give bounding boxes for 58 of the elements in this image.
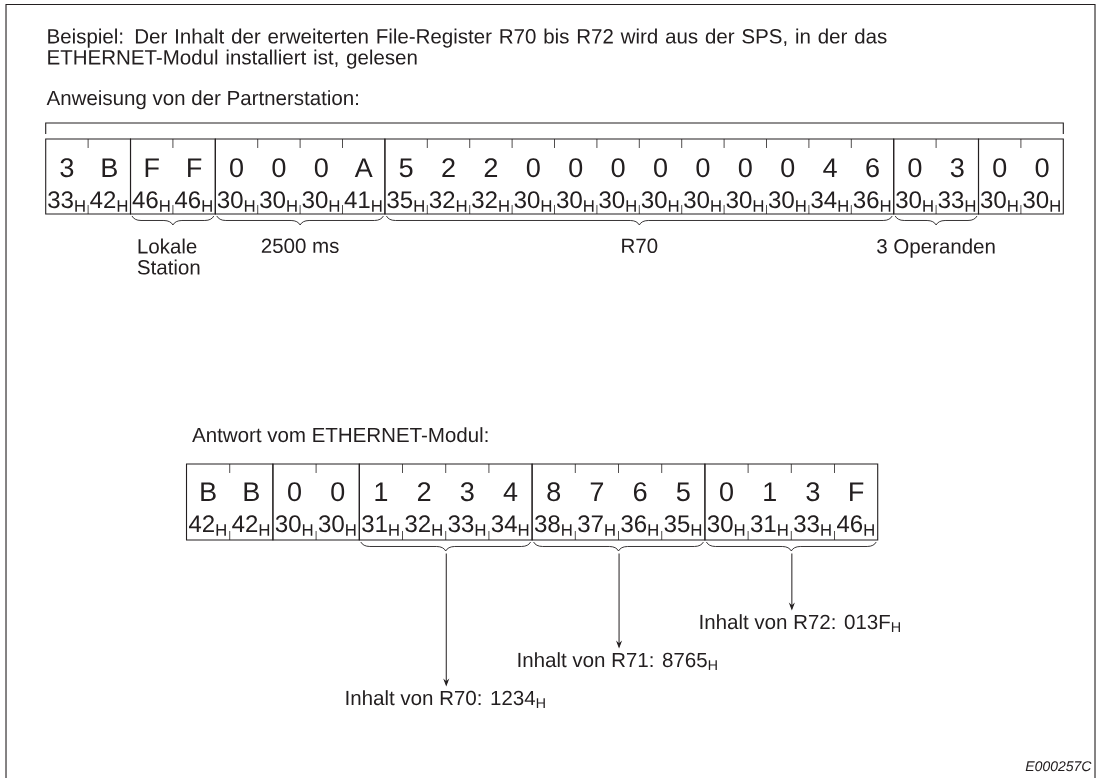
arrow [443,553,449,686]
field-label: 2500 ms [261,238,339,254]
field-box [185,463,274,541]
ascii-byte: 3 33$_{H}$ [448,482,486,536]
field-box [977,138,1064,215]
ascii-byte: F 46$_{H}$ [132,158,170,212]
result-text: Inhalt von R71: 8765$_{H}$ [518,652,717,671]
ascii-byte: 0 30$_{H}$ [260,158,297,212]
ascii-byte: 0 30$_{H}$ [1023,158,1060,212]
ascii-byte: 3 33$_{H}$ [794,482,831,536]
ascii-byte: 0 30$_{H}$ [302,158,340,212]
ascii-byte: 0 30$_{H}$ [556,158,594,212]
field-label: 3 Operanden [877,238,995,258]
ascii-byte: 1 31$_{H}$ [750,482,788,536]
ascii-byte: 6 36$_{H}$ [853,158,891,212]
ascii-byte: 2 32$_{H}$ [405,482,442,536]
ascii-byte: 7 37$_{H}$ [578,482,615,536]
ascii-byte: 0 30$_{H}$ [514,158,552,212]
ascii-byte: 4 34$_{H}$ [811,158,848,212]
field-label: Lokale Station [137,238,200,275]
heading-text: Anweisung von der Partnerstation: [46,90,358,110]
ascii-byte: 2 32$_{H}$ [472,158,509,212]
field-box [272,463,360,541]
field-box [45,138,132,215]
ascii-byte: 0 30$_{H}$ [318,482,356,536]
ascii-byte: B 42$_{H}$ [232,482,270,536]
ascii-byte: 0 30$_{H}$ [726,158,764,212]
ascii-byte: F 46$_{H}$ [837,482,874,536]
ascii-byte: 0 30$_{H}$ [217,158,255,212]
ascii-byte: 4 34$_{H}$ [491,482,529,536]
ascii-byte: 0 30$_{H}$ [980,158,1018,212]
ascii-byte: A 41$_{H}$ [344,158,382,212]
result-text: Inhalt von R72: 013F$_{H}$ [700,614,900,633]
ascii-byte: 3 33$_{H}$ [938,158,976,212]
ascii-byte: 5 35$_{H}$ [664,482,702,536]
ascii-byte: 0 30$_{H}$ [707,482,745,536]
ascii-byte: 0 30$_{H}$ [641,158,679,212]
ascii-byte: 0 30$_{H}$ [896,158,933,212]
ascii-byte: 0 30$_{H}$ [768,158,806,212]
result-text: Inhalt von R70: 1234$_{H}$ [346,690,545,709]
heading-text: Antwort vom ETHERNET-Modul: [192,427,488,443]
arrow [789,553,795,610]
ascii-byte: 8 38$_{H}$ [534,482,572,536]
ascii-byte: 0 30$_{H}$ [599,158,636,212]
ascii-byte: B 42$_{H}$ [90,158,128,212]
ascii-byte: 2 32$_{H}$ [429,158,467,212]
ascii-byte: 0 30$_{H}$ [684,158,721,212]
ascii-byte: 3 33$_{H}$ [48,158,85,212]
ascii-byte: 5 35$_{H}$ [387,158,424,212]
ascii-byte: B 42$_{H}$ [189,482,226,536]
title: Beispiel: Der Inhalt der erweiterten File-Register R70 bis R72 wird aus der SPS, in der das ETHERNET-Modul installiert ist, gelesen [48,28,887,69]
ascii-byte: F 46$_{H}$ [175,158,212,212]
field-label: R70 [622,238,658,254]
ascii-byte: 6 36$_{H}$ [621,482,658,536]
arrow [616,553,622,648]
ascii-byte: 0 30$_{H}$ [275,482,313,536]
ascii-byte: 1 31$_{H}$ [362,482,399,536]
figure-code: E000257C [1025,761,1092,772]
